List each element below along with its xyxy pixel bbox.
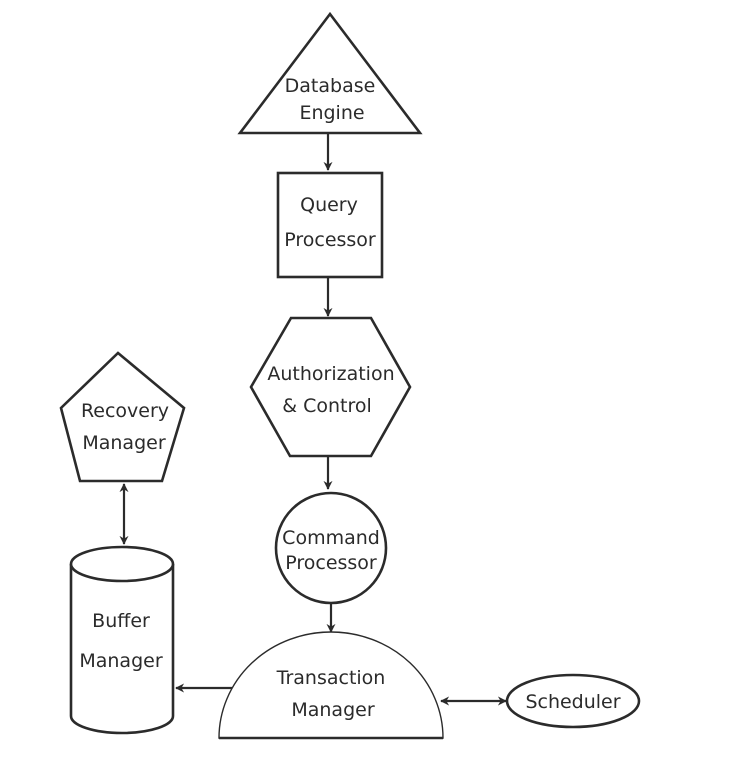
command-processor-label-line2: Processor [285,552,377,574]
node-scheduler: Scheduler [505,673,641,729]
transaction-manager-label-line2: Manager [291,699,374,721]
node-transaction-manager: Transaction Manager [218,631,444,740]
authorization-control-label-line1: Authorization [267,363,394,385]
command-processor-label-line1: Command [282,527,380,549]
node-query-processor: Query Processor [276,171,384,279]
node-recovery-manager: Recovery Manager [59,351,186,483]
query-processor-label-line1: Query [300,194,358,216]
node-buffer-manager: Buffer Manager [69,545,175,735]
transaction-manager-label-line1: Transaction [276,667,386,689]
buffer-manager-label-line2: Manager [79,650,162,672]
recovery-manager-label-line1: Recovery [81,400,169,422]
node-authorization-control: Authorization & Control [249,316,412,458]
node-command-processor: Command Processor [274,491,388,605]
scheduler-label: Scheduler [525,691,620,713]
authorization-control-label-line2: & Control [282,395,372,417]
node-database-engine: Database Engine [237,11,423,135]
database-engine-label-line2: Engine [299,102,364,124]
query-processor-label-line2: Processor [284,229,376,251]
database-engine-label-line1: Database [285,75,376,97]
buffer-manager-label-line1: Buffer [92,610,150,632]
recovery-manager-label-line2: Manager [82,432,165,454]
